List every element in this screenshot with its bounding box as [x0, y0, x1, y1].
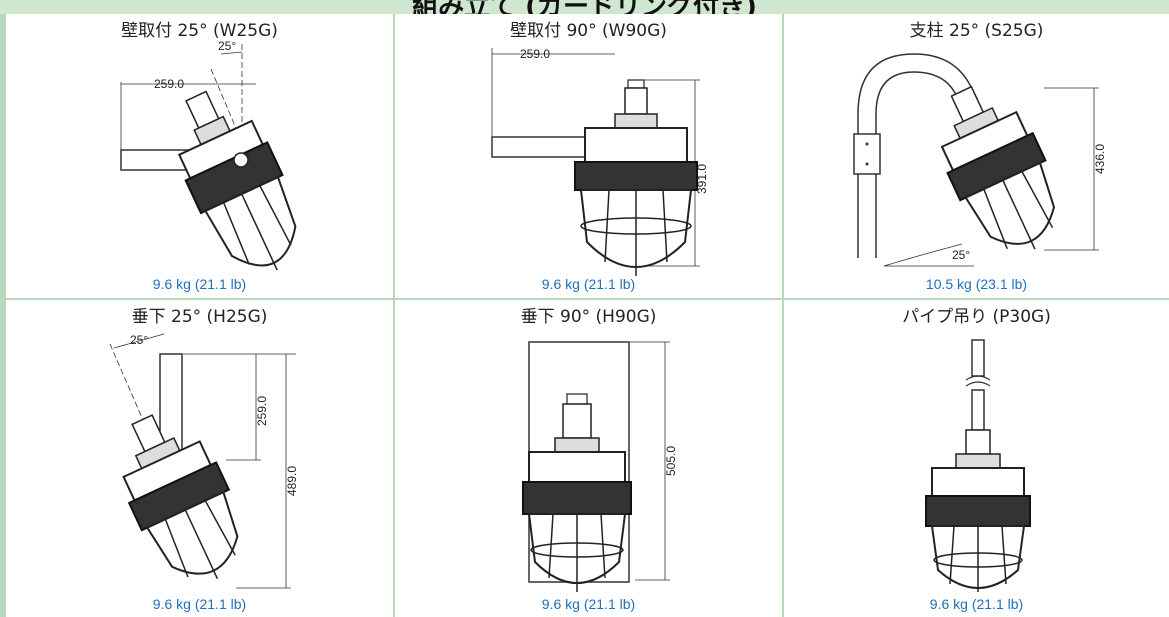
- mount-option-h90g: 垂下 90° (H90G) 505.0 9.6 kg (21.1 lb): [395, 300, 782, 617]
- mount-weight: 10.5 kg (23.1 lb): [925, 276, 1028, 292]
- w25g-drawing: 259.0 25°: [120, 39, 297, 271]
- mount-title: 壁取付 25° (W25G): [121, 21, 278, 41]
- dim-259: 259.0: [154, 77, 184, 91]
- mount-weight: 9.6 kg (21.1 lb): [541, 276, 636, 292]
- mount-weight: 9.6 kg (21.1 lb): [541, 596, 636, 612]
- dim-25-angle: 25°: [218, 39, 236, 53]
- mount-weight: 9.6 kg (21.1 lb): [152, 276, 247, 292]
- grid-col-divider-2: [782, 14, 784, 617]
- dim-259: 259.0: [255, 396, 269, 426]
- mount-option-w90g: 壁取付 90° (W90G) 259.0 391.0 9.6 kg: [395, 14, 782, 298]
- section-title: 組み立て (ガードリング付き): [0, 0, 1169, 14]
- grid-left-border: [0, 14, 6, 617]
- h90g-drawing: 505.0: [522, 341, 678, 592]
- mount-title: 垂下 90° (H90G): [520, 307, 657, 327]
- grid-row-divider: [6, 298, 1169, 300]
- dim-391: 391.0: [695, 164, 709, 194]
- section-header-band: 組み立て (ガードリング付き): [0, 0, 1169, 14]
- grid-col-divider-1: [393, 14, 395, 617]
- mount-option-s25g: 支柱 25° (S25G): [784, 14, 1169, 298]
- dim-505: 505.0: [664, 446, 678, 476]
- dim-259: 259.0: [520, 47, 550, 61]
- mount-option-w25g: 壁取付 25° (W25G) 259.0: [6, 14, 393, 298]
- mount-title: 垂下 25° (H25G): [131, 307, 268, 327]
- dim-25-angle: 25°: [130, 333, 148, 347]
- mount-option-p30g: パイプ吊り (P30G) 9.6 kg (21.1 lb): [784, 300, 1169, 617]
- dim-489: 489.0: [285, 466, 299, 496]
- p30g-drawing: [925, 339, 1031, 592]
- dim-436: 436.0: [1093, 144, 1107, 174]
- mount-title: 支柱 25° (S25G): [909, 21, 1044, 41]
- dim-25-angle: 25°: [952, 248, 970, 262]
- w90g-drawing: 259.0 391.0: [491, 47, 709, 276]
- mount-weight: 9.6 kg (21.1 lb): [929, 596, 1024, 612]
- mount-title: 壁取付 90° (W90G): [510, 21, 667, 41]
- h25g-drawing: 25° 259.0 489.0: [109, 333, 299, 589]
- mount-option-h25g: 垂下 25° (H25G) 25°: [6, 300, 393, 617]
- s25g-drawing: 436.0 25°: [853, 53, 1107, 267]
- mount-title: パイプ吊り (P30G): [902, 307, 1051, 327]
- mount-weight: 9.6 kg (21.1 lb): [152, 596, 247, 612]
